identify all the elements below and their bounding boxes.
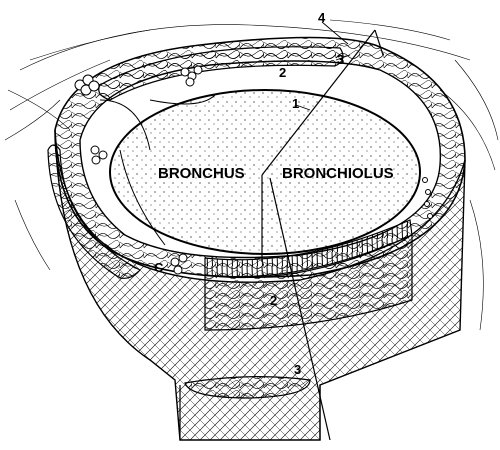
label-bronchus: BRONCHUS: [158, 165, 245, 182]
divider-lines: [179, 29, 384, 441]
label-2-front: 2: [270, 293, 277, 308]
label-1: 1: [292, 96, 299, 111]
label-bronchiolus: BRONCHIOLUS: [282, 165, 394, 182]
label-c: C: [154, 260, 164, 275]
connective-tissue-strands: [4, 19, 499, 331]
gland-clusters: [74, 65, 433, 275]
vessel-threads: [99, 94, 216, 246]
cartilage-plates: [47, 46, 344, 399]
leader-lines: [295, 21, 351, 111]
label-3-bottom: 3: [294, 362, 301, 377]
label-4: 4: [318, 10, 326, 25]
label-2-top: 2: [279, 65, 286, 80]
label-3-top: 3: [337, 52, 344, 67]
smooth-muscle-layer: [204, 234, 413, 331]
